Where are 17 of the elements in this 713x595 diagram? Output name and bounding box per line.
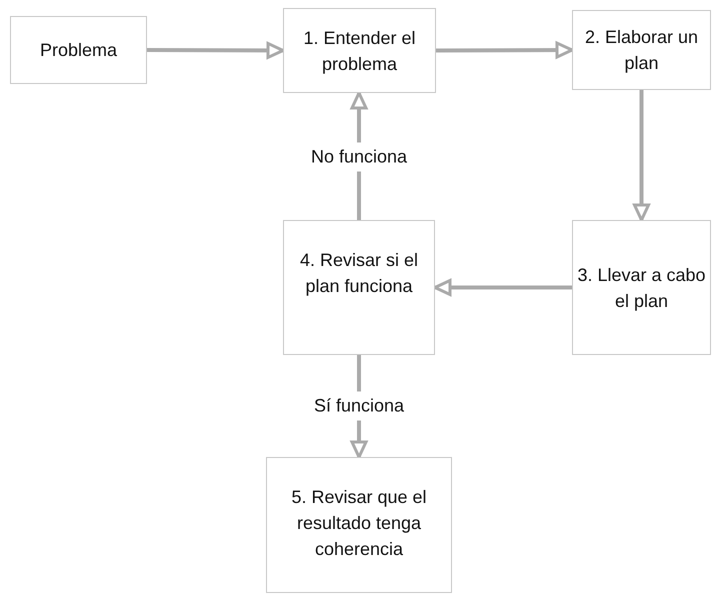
box-text: Problema (40, 39, 118, 62)
process-box (572, 220, 711, 355)
box-text: 1. Entender el problema (302, 26, 417, 76)
box-text: 4. Revisar si el plan funciona (298, 249, 420, 298)
process-box (572, 10, 711, 90)
arrow (436, 42, 574, 59)
process-box (10, 16, 147, 84)
edge-label: Sí funciona (312, 392, 406, 420)
box-text: 2. Elaborar un plan (584, 26, 700, 75)
arrow (434, 279, 572, 296)
box-text: 3. Llevar a cabo el plan (577, 264, 706, 313)
arrow (147, 42, 284, 59)
process-box (266, 457, 452, 593)
arrow (633, 90, 650, 222)
box-text: 5. Revisar que el resultado tenga coherencia (290, 486, 428, 561)
process-box (283, 8, 436, 93)
process-box (283, 220, 435, 355)
